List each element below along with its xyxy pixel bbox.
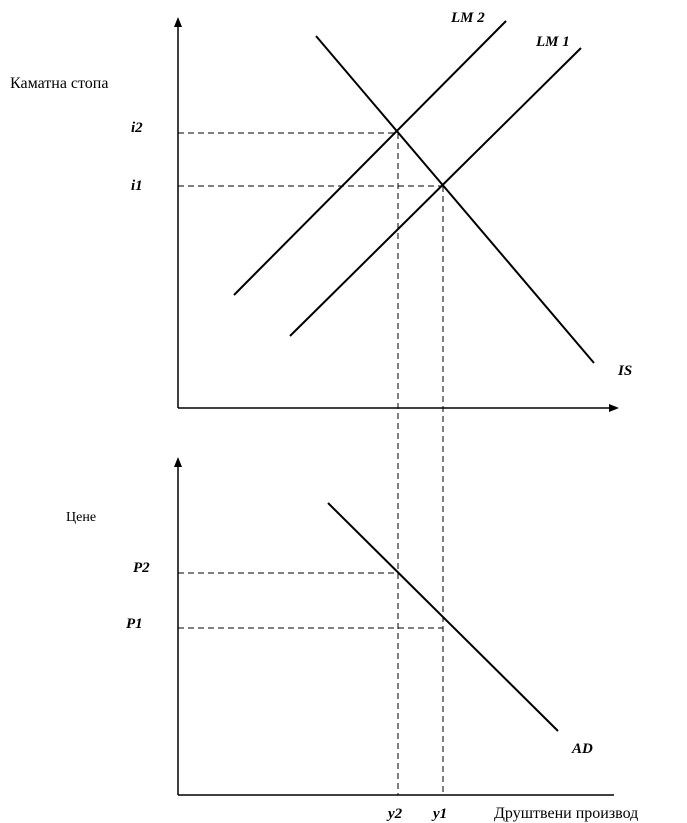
output-axis-label: Друштвени производ — [494, 805, 638, 822]
interest-rate-axis-label: Каматна стопа — [10, 75, 108, 92]
ad-label: AD — [571, 741, 593, 757]
is-curve — [315, 35, 595, 364]
lm1-curve — [289, 47, 582, 337]
y1-tick-label: y1 — [431, 806, 447, 822]
lm2-label: LM 2 — [450, 10, 485, 26]
i1-tick-label: i1 — [131, 178, 143, 194]
y2-tick-label: y2 — [386, 806, 403, 822]
p2-tick-label: P2 — [133, 560, 150, 576]
lm1-label: LM 1 — [535, 34, 570, 50]
is-label: IS — [617, 363, 632, 379]
p1-tick-label: P1 — [126, 616, 143, 632]
lm2-curve — [233, 20, 507, 296]
price-axis-label: Цене — [66, 510, 96, 525]
i2-tick-label: i2 — [131, 120, 143, 136]
ad-curve — [327, 502, 559, 732]
